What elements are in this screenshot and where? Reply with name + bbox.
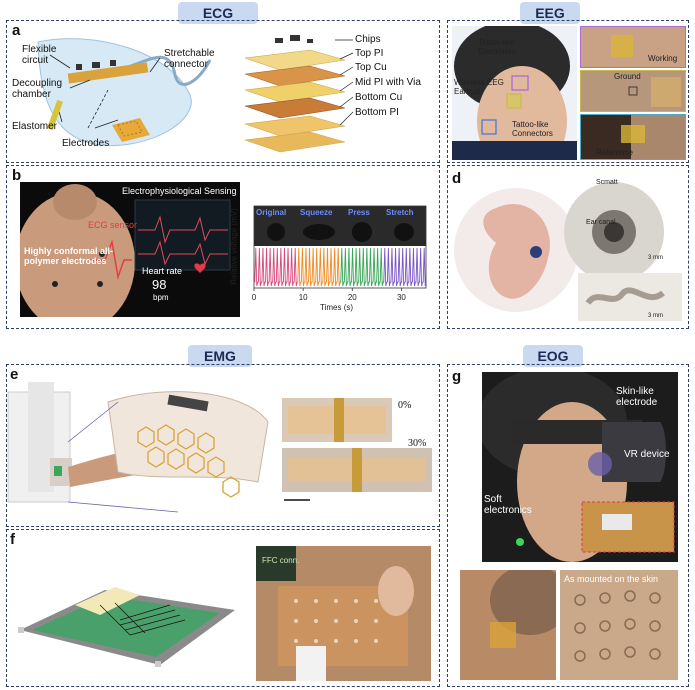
letter-e: e	[10, 366, 19, 383]
layer-label-5: Bottom PI	[355, 107, 399, 118]
panel-g	[447, 364, 689, 687]
photo-strain-30	[282, 448, 432, 492]
label-ear-canal: Ear canal	[586, 219, 616, 226]
label-electrophysiological-sensing: Electrophysiological Sensing	[122, 186, 237, 196]
label-tattoo-connectors: Tattoo-like Connectors	[512, 120, 553, 138]
label-heart-rate: Heart rate	[142, 266, 183, 276]
label-reference: Reference	[596, 148, 633, 157]
scale-bar-label-2: 3 mm	[648, 313, 663, 319]
chart-series-0	[254, 247, 298, 287]
photo-behind-ear	[460, 570, 556, 680]
electrode-pad-icon	[112, 118, 150, 142]
label-skin-electrode: Skin-like electrode	[616, 386, 658, 408]
chart-series-1	[297, 247, 341, 287]
label-ffc-conn: FFC conn.	[262, 556, 300, 565]
section-eeg-label: EEG	[520, 2, 580, 24]
chart-frame	[253, 205, 427, 289]
chart-tab-images	[254, 206, 426, 246]
chart-series-2	[340, 247, 384, 287]
label-tattoo-electrodes: Tattoo-like Electrodes	[478, 38, 516, 56]
layer-label-3: Mid PI with Via	[355, 77, 421, 88]
label-scmatt: Scmatt	[596, 179, 618, 186]
eog-vr-photo	[482, 372, 678, 562]
scale-bar-label: 3 mm	[648, 255, 663, 261]
label-mounted-skin: As mounted on the skin	[564, 574, 659, 584]
panel-a	[6, 20, 440, 163]
letter-g: g	[452, 368, 462, 385]
photo-emg-grid	[256, 546, 431, 681]
label-stretchable-connector: Stretchable connector	[164, 48, 215, 70]
label-flexible-circuit: Flexible circuit	[22, 44, 57, 66]
panel-d	[447, 165, 689, 329]
letter-a: a	[12, 22, 21, 39]
label-decoupling-chamber: Decoupling chamber	[12, 78, 63, 100]
letter-b: b	[12, 167, 22, 184]
ear-earbud-illustration	[454, 182, 682, 321]
section-eog-label: EOG	[523, 345, 583, 367]
panel-e	[6, 364, 440, 527]
label-wireless-earbud: Wireless EEG Earbud	[454, 78, 504, 96]
label-strain-30: 30%	[408, 438, 427, 449]
layer-label-4: Bottom Cu	[355, 92, 403, 103]
ecg-chart: 0 10 20 30	[252, 205, 427, 302]
label-strain-0: 0%	[398, 400, 412, 411]
section-ecg-label: ECG	[178, 2, 258, 24]
chart-series-3	[383, 247, 427, 287]
chart-xlabel: Times (s)	[320, 303, 354, 312]
photo-reference-electrode	[580, 114, 686, 160]
layer-label-0: Chips	[355, 34, 381, 45]
letter-f: f	[10, 531, 15, 548]
chart-tab-stretch: Stretch	[386, 208, 414, 217]
panel-f	[6, 529, 440, 687]
chips-layer-icon	[275, 35, 313, 43]
chart-tab-original: Original	[256, 208, 287, 217]
x-tick-label-3: 30	[397, 293, 406, 302]
layer-label-2: Top Cu	[355, 62, 387, 73]
label-ground: Ground	[614, 72, 641, 81]
x-tick-label-0: 0	[252, 293, 257, 302]
photo-ground-electrode	[580, 70, 686, 112]
x-tick-label-2: 20	[348, 293, 357, 302]
label-elastomer: Elastomer	[12, 121, 58, 132]
scale-bar-icon	[284, 499, 310, 501]
ecg-patch-illustration	[37, 38, 212, 147]
layer-label-1: Top PI	[355, 48, 384, 59]
label-ecg-sensor: ECG sensor	[88, 220, 138, 230]
label-vr-device: VR device	[624, 449, 670, 460]
photo-working-electrode	[580, 26, 686, 68]
label-soft-electronics: Soft electronics	[484, 494, 532, 516]
layer-stack-diagram	[244, 35, 354, 153]
section-emg-label: EMG	[188, 345, 252, 367]
photo-mounted-skin	[560, 570, 678, 680]
photo-strain-0	[282, 398, 392, 442]
label-electrodes: Electrodes	[62, 138, 110, 149]
chest-photo	[20, 182, 240, 317]
heart-rate-unit: bpm	[153, 293, 169, 302]
heart-rate-value: 98	[152, 277, 167, 292]
heart-icon	[194, 263, 206, 273]
eeg-head-photo	[452, 26, 577, 160]
emg-grid-illustration	[18, 587, 235, 667]
chart-ylabel: Relative voltage (mV)	[229, 208, 239, 285]
label-working: Working	[648, 54, 678, 63]
letter-d: d	[452, 170, 462, 187]
panel-c	[447, 20, 689, 163]
chart-tab-squeeze: Squeeze	[300, 208, 333, 217]
chart-tab-press: Press	[348, 208, 370, 217]
panel-b	[6, 165, 440, 329]
x-tick-label-1: 10	[299, 293, 308, 302]
emg-arm-illustration	[7, 382, 269, 513]
label-conformal-electrodes: Highly conformal all-polymer electrodes	[24, 246, 114, 266]
